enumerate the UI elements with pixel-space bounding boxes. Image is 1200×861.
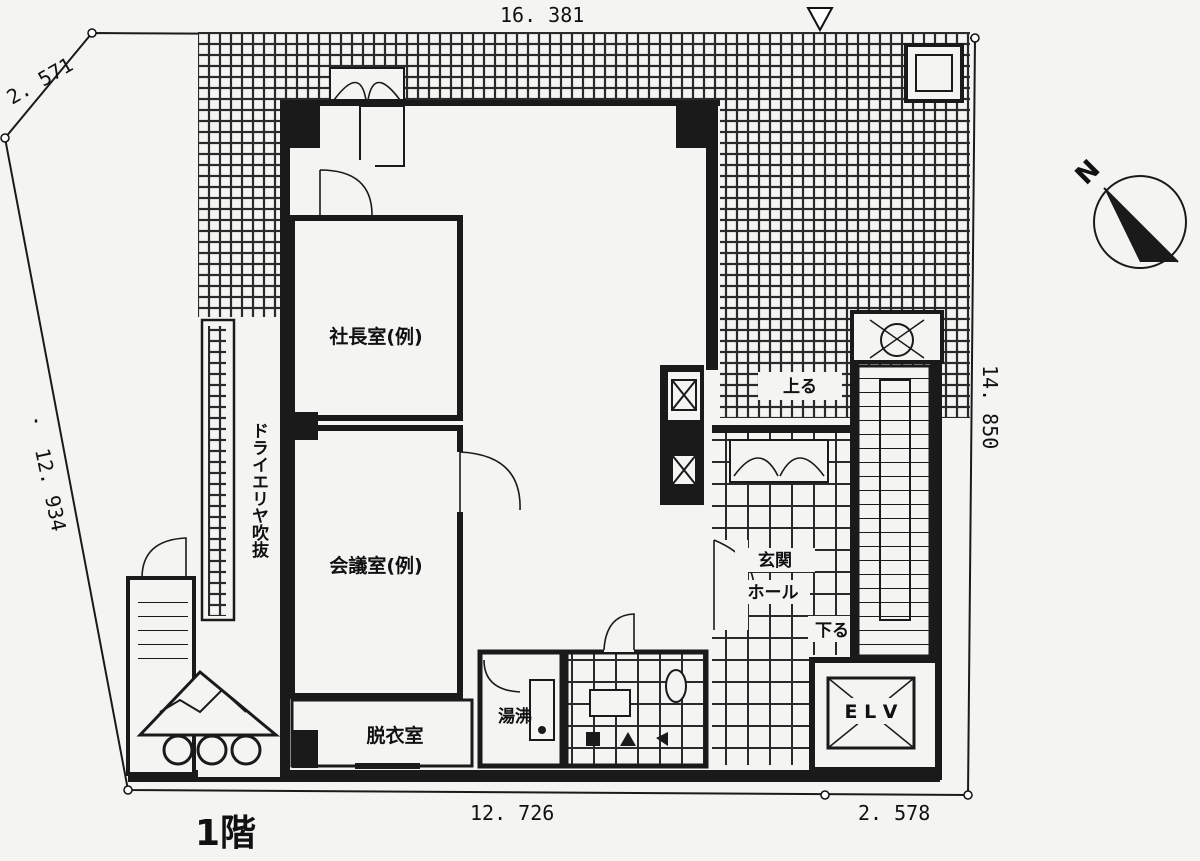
meeting-room-label: 会議室(例)	[329, 554, 422, 577]
stairs-down-label: 下る	[815, 621, 849, 641]
entrance-hall: 玄関 ホール 下る	[712, 425, 858, 765]
water-heater-label: 湯沸	[498, 706, 532, 727]
floor-label: 1階	[195, 813, 256, 854]
svg-text:·: ·	[30, 409, 42, 433]
stairs-left	[126, 537, 281, 776]
elevator-label: E L V	[844, 701, 897, 723]
duct-boxes	[668, 372, 700, 486]
water-heater-room: 湯沸	[477, 649, 565, 769]
dim-bottom: 12. 726	[470, 801, 554, 825]
top-double-door	[319, 67, 405, 216]
stairs-right: 上る	[758, 310, 944, 662]
dim-top-left: 2. 571	[3, 52, 78, 109]
president-room: 社長室(例)	[289, 215, 463, 421]
toilet-area	[563, 612, 737, 769]
stairs-up-label: 上る	[783, 377, 817, 397]
dressing-room-label: 脱衣室	[366, 724, 423, 747]
tiled-terrace	[198, 32, 970, 418]
hall-label: ホール	[748, 583, 799, 603]
dim-top: 16. 381	[500, 3, 584, 27]
dim-bottom-right: 2. 578	[858, 801, 930, 825]
meeting-room: 会議室(例)	[288, 412, 521, 699]
elevator: E L V	[809, 657, 941, 773]
entrance-label: 玄関	[758, 550, 792, 571]
president-room-label: 社長室(例)	[328, 325, 422, 348]
dim-right: 14. 850	[978, 365, 1002, 449]
north-arrow: N	[1070, 154, 1187, 269]
north-label: N	[1070, 154, 1107, 191]
dressing-room: 脱衣室	[290, 698, 474, 769]
dry-area-label: ドライエリヤ吹抜	[248, 422, 269, 559]
